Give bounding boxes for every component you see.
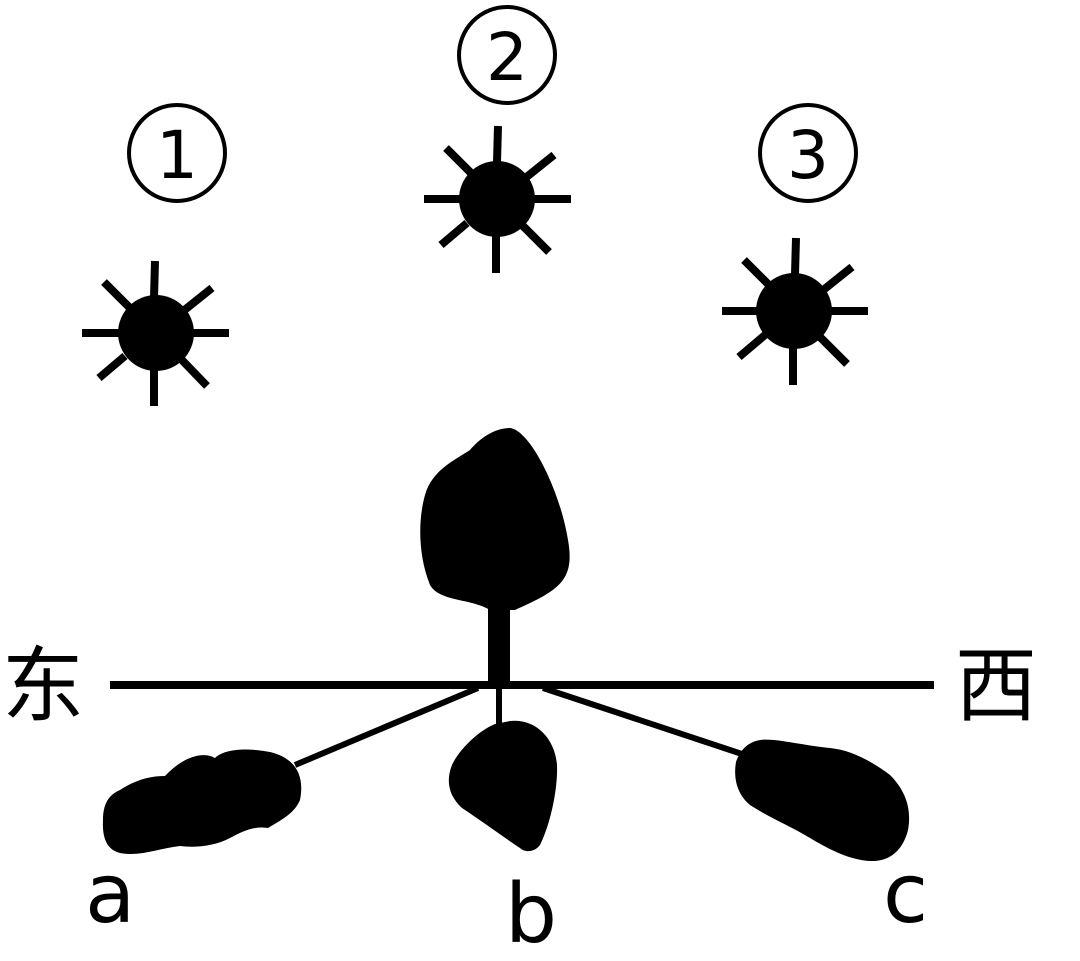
svg-text:1: 1 <box>156 117 198 194</box>
tree-upright <box>420 428 570 687</box>
sun-icon-3 <box>722 237 868 385</box>
shadow-c <box>542 685 910 862</box>
sun-label-2: 2 <box>457 5 557 105</box>
svg-text:2: 2 <box>486 19 528 96</box>
shadow-label-a: a <box>85 847 135 942</box>
east-label: 东 <box>2 639 84 734</box>
shadow-a <box>102 685 480 855</box>
sun-icon-2 <box>424 125 571 273</box>
sun-icon-1 <box>82 260 229 406</box>
sun-label-1: 1 <box>127 103 227 203</box>
shadow-label-c: c <box>883 847 928 942</box>
west-label: 西 <box>955 639 1037 734</box>
svg-text:3: 3 <box>787 117 829 194</box>
sun-label-3: 3 <box>758 103 858 203</box>
shadow-label-b: b <box>505 867 557 961</box>
shadow-b <box>448 688 558 852</box>
